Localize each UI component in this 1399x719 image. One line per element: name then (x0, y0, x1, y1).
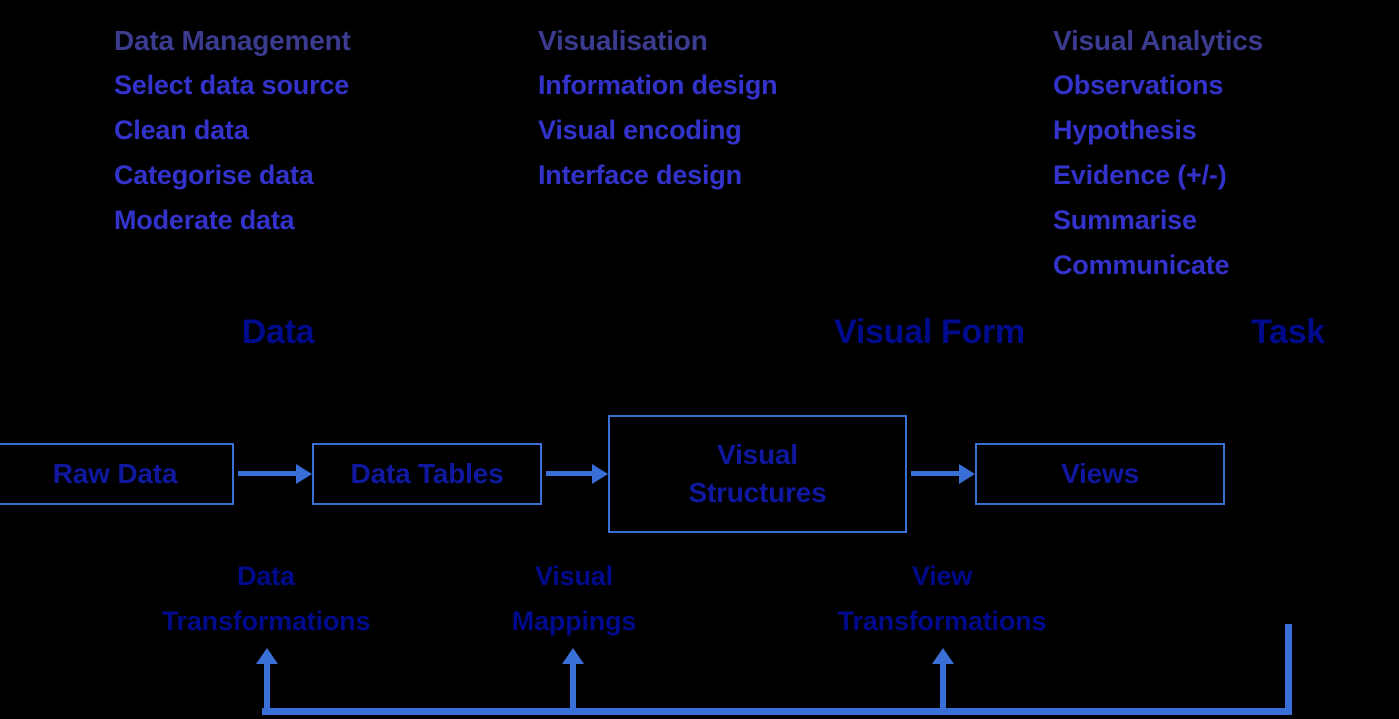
pipeline-box-label-line1: Visual (717, 439, 798, 470)
column-item: Summarise (1053, 205, 1197, 235)
transformation-label-line2: Mappings (511, 606, 637, 636)
arrow-shaft (570, 660, 576, 710)
transformation-label-line2: Transformations (161, 606, 371, 636)
column-item: Evidence (+/-) (1053, 160, 1227, 190)
process-column-data-management: Data Management Select data source Clean… (114, 18, 514, 243)
feedback-loop-baseline (262, 708, 1292, 715)
column-item: Observations (1053, 70, 1224, 100)
pipeline-box-views[interactable]: Views (975, 443, 1225, 505)
process-column-visual-analytics: Visual Analytics Observations Hypothesis… (1053, 18, 1393, 288)
column-item: Information design (538, 70, 778, 100)
arrow-head (256, 648, 278, 664)
arrow-shaft (264, 660, 270, 710)
pipeline-box-label: Visual Structures (688, 436, 826, 512)
column-item: Hypothesis (1053, 115, 1197, 145)
feedback-arrow-icon (562, 648, 584, 710)
arrow-head (592, 464, 608, 484)
pipeline-box-label: Data Tables (350, 458, 504, 489)
arrow-head (296, 464, 312, 484)
transformation-label-line2: Transformations (837, 606, 1047, 636)
transformation-label-line1: Data (237, 561, 295, 591)
column-item: Moderate data (114, 205, 295, 235)
column-header: Visualisation (538, 25, 708, 56)
column-item: Select data source (114, 70, 350, 100)
column-item: Categorise data (114, 160, 314, 190)
flow-arrow-icon (911, 464, 975, 484)
process-column-visualisation: Visualisation Information design Visual … (538, 18, 938, 198)
pipeline-box-raw-data[interactable]: Raw Data (0, 443, 234, 505)
pipeline-box-label: Raw Data (52, 458, 178, 489)
column-item: Communicate (1053, 250, 1230, 280)
transformation-label-data: Data Transformations (66, 554, 466, 644)
column-item: Visual encoding (538, 115, 742, 145)
arrow-head (562, 648, 584, 664)
pipeline-box-data-tables[interactable]: Data Tables (312, 443, 542, 505)
stage-heading-task: Task (1251, 313, 1325, 351)
column-header: Visual Analytics (1053, 25, 1264, 56)
flow-arrow-icon (546, 464, 608, 484)
stage-heading-data: Data (241, 313, 315, 351)
arrow-shaft (940, 660, 946, 710)
column-item: Clean data (114, 115, 249, 145)
column-header: Data Management (114, 25, 351, 56)
flow-arrow-icon (238, 464, 312, 484)
transformation-label-line1: Visual (535, 561, 613, 591)
transformation-label-line1: View (911, 561, 973, 591)
arrow-shaft (911, 471, 959, 476)
stage-heading-visual-form: Visual Form (834, 313, 1025, 351)
feedback-loop-right-riser (1285, 624, 1292, 710)
pipeline-box-label-line2: Structures (688, 477, 827, 508)
arrow-shaft (238, 471, 296, 476)
arrow-head (932, 648, 954, 664)
pipeline-box-label: Views (1061, 458, 1139, 489)
arrow-shaft (546, 471, 592, 476)
feedback-arrow-icon (256, 648, 278, 710)
transformation-label-visual-mappings: Visual Mappings (422, 554, 726, 644)
transformation-label-view: View Transformations (790, 554, 1094, 644)
feedback-arrow-icon (932, 648, 954, 710)
arrow-head (959, 464, 975, 484)
pipeline-box-visual-structures[interactable]: Visual Structures (608, 415, 907, 533)
column-item: Interface design (538, 160, 742, 190)
